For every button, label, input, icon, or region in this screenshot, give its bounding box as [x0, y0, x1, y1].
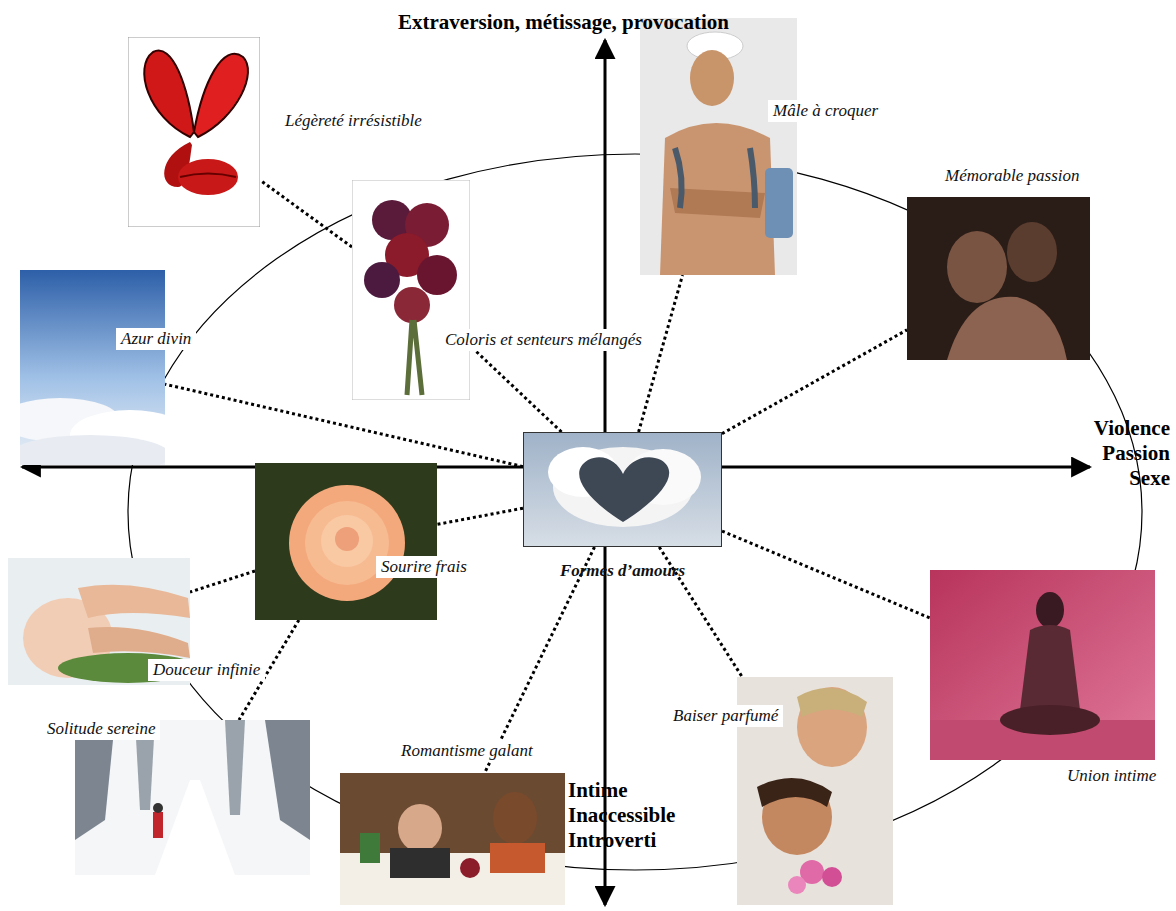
axis-label: Violence Passion Sexe	[1094, 416, 1170, 492]
illustration	[255, 463, 437, 620]
caption: Mémorable passion	[940, 165, 1085, 187]
illustration	[340, 773, 565, 905]
circle-outline	[128, 154, 1142, 870]
rose-picture: Sourire frais	[255, 463, 437, 620]
dotted-connector	[639, 275, 683, 432]
caption: Douceur infinie	[148, 659, 265, 681]
illustration	[640, 18, 797, 275]
caption: Formes d’amours	[555, 560, 690, 582]
axis-label: Intime Inaccessible Introverti	[568, 778, 675, 854]
dotted-connector	[470, 346, 562, 432]
dinner-picture: Romantisme galant	[340, 773, 565, 905]
illustration	[128, 37, 260, 227]
caption: Baiser parfumé	[668, 705, 783, 727]
axis-label: Extraversion, métissage, provocation	[398, 10, 729, 35]
dotted-connector	[190, 571, 255, 592]
caption: Solitude sereine	[42, 718, 160, 740]
butterfly-picture: Légèreté irrésistible	[128, 37, 260, 227]
caption: Union intime	[1062, 765, 1161, 787]
baby-picture: Douceur infinie	[8, 558, 190, 685]
sky-picture: Azur divin	[20, 270, 165, 465]
dotted-connector	[437, 508, 523, 524]
couple-picture: Mémorable passion	[907, 197, 1090, 360]
dotted-connector	[722, 330, 907, 434]
caption: Romantisme galant	[396, 740, 538, 762]
illustration	[352, 180, 470, 400]
illustration	[523, 432, 722, 547]
union-picture: Union intime	[930, 570, 1155, 760]
kiss-picture: Baiser parfumé	[737, 677, 893, 905]
dotted-connector	[722, 531, 930, 618]
caption: Mâle à croquer	[768, 100, 883, 122]
illustration	[75, 720, 310, 875]
caption: Sourire frais	[376, 556, 472, 578]
center-heart-cloud: Formes d’amours	[523, 432, 722, 547]
illustration	[20, 270, 165, 465]
man-picture: Mâle à croquer	[640, 18, 797, 275]
illustration	[907, 197, 1090, 360]
caption: Coloris et senteurs mélangés	[440, 329, 647, 351]
snow-picture: Solitude sereine	[75, 720, 310, 875]
bouquet-picture: Coloris et senteurs mélangés	[352, 180, 470, 400]
dotted-connector	[260, 180, 352, 247]
caption: Légèreté irrésistible	[280, 110, 427, 132]
caption: Azur divin	[116, 328, 196, 350]
illustration	[930, 570, 1155, 760]
